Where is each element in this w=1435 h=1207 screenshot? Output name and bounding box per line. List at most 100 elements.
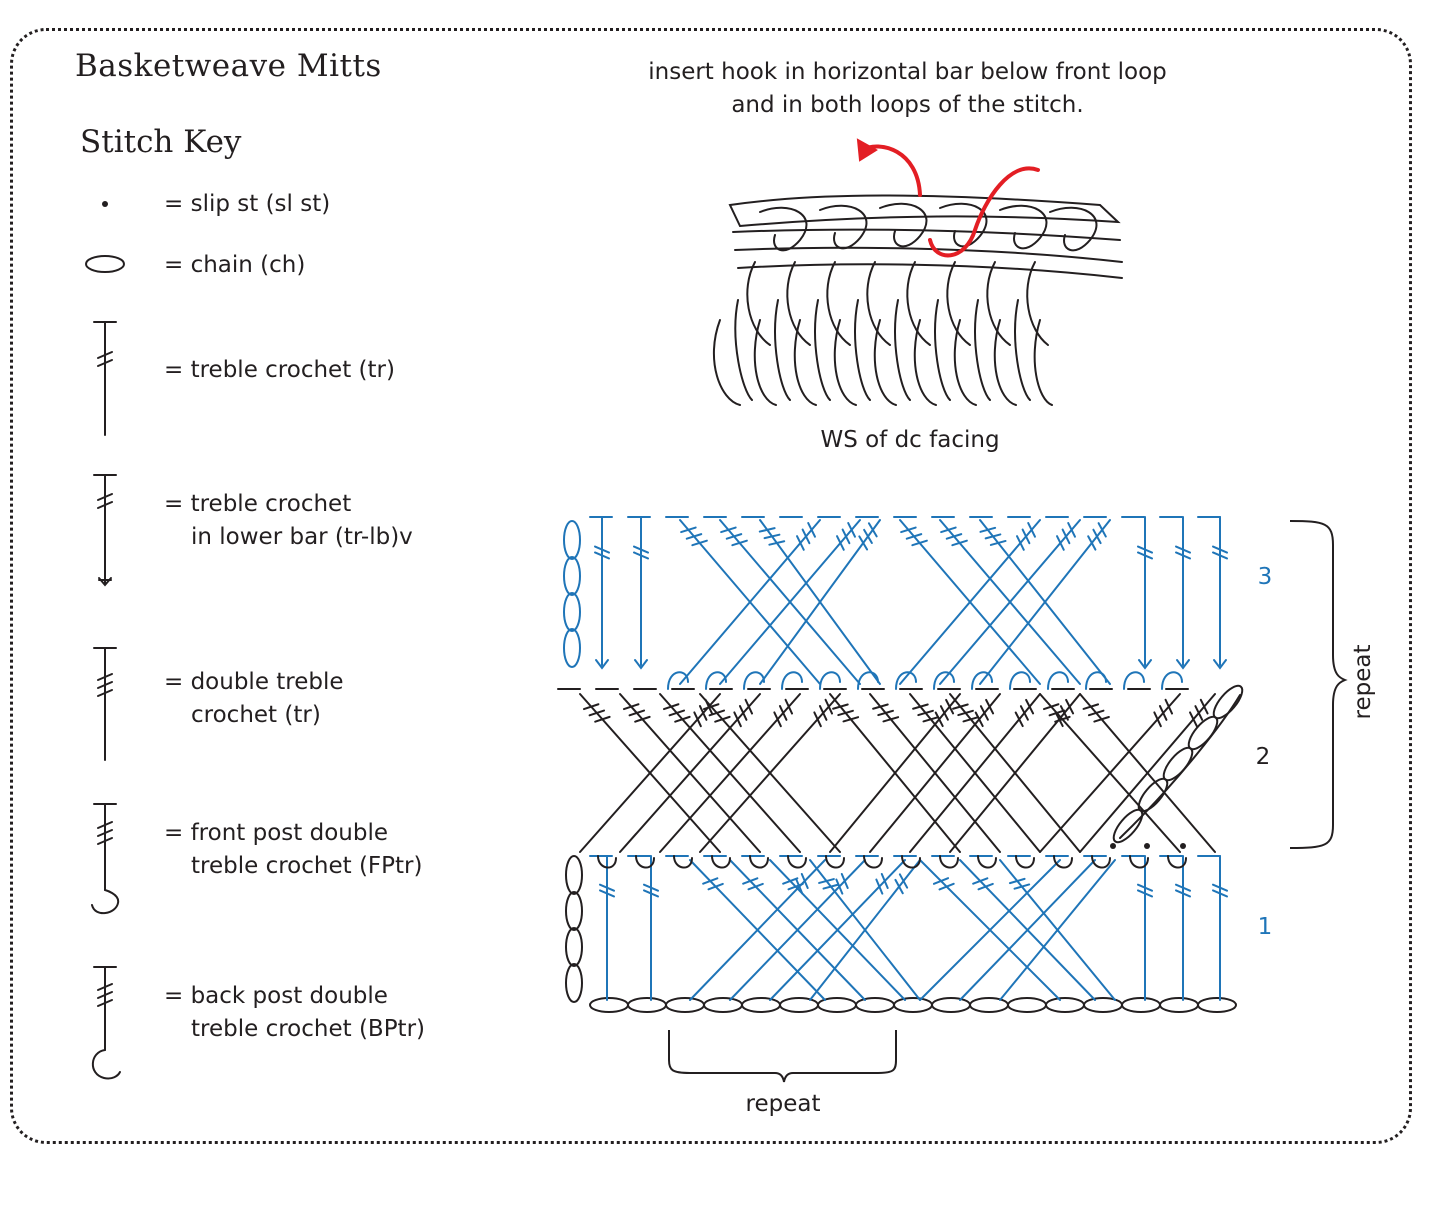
post-hook bbox=[939, 855, 959, 869]
stitch-hatch bbox=[1008, 877, 1026, 885]
stitch-hatch bbox=[796, 535, 805, 551]
row-repeat-bracket bbox=[1289, 520, 1348, 849]
chain-stitch bbox=[1045, 997, 1085, 1013]
stitch-hatch bbox=[633, 545, 649, 554]
chain-stitch bbox=[1159, 997, 1199, 1013]
stitch-repeat-label: repeat bbox=[746, 1091, 821, 1117]
stitch-hatch bbox=[917, 709, 934, 717]
row1-cross bbox=[729, 859, 866, 1001]
stitch-hatch bbox=[742, 877, 759, 885]
double-treble-crochet-icon bbox=[93, 647, 117, 761]
stitch-hatch bbox=[582, 703, 600, 711]
stitch-hatch bbox=[1092, 528, 1102, 545]
stitch-hatch bbox=[1019, 705, 1029, 721]
post-hook bbox=[1047, 671, 1069, 690]
chain-stitch bbox=[627, 997, 667, 1013]
chain-stitch bbox=[565, 855, 583, 895]
lower-bar-mark bbox=[1138, 659, 1152, 670]
stitch-hatch bbox=[905, 533, 923, 540]
stitch-hatch bbox=[633, 551, 649, 560]
stitch-hatch bbox=[763, 533, 781, 540]
chain-stitch bbox=[1112, 808, 1144, 844]
stitch-hatch bbox=[691, 539, 708, 547]
row1-cross bbox=[769, 859, 906, 1001]
stitch-hatch bbox=[911, 539, 928, 547]
row3-cross bbox=[979, 519, 1111, 685]
row-repeat-label: repeat bbox=[1350, 645, 1376, 720]
back-post-double-treble-icon bbox=[91, 966, 121, 1080]
chain-stitch bbox=[565, 891, 583, 931]
stitch-hatch bbox=[634, 715, 651, 723]
illustration-instruction: insert hook in horizontal bar below fron… bbox=[648, 59, 1167, 118]
stitch-hatch bbox=[594, 715, 611, 723]
stitch-hatch bbox=[945, 698, 955, 715]
row2-cross bbox=[869, 693, 1001, 853]
stitch-hatch bbox=[847, 522, 856, 538]
stitch-hatch bbox=[939, 705, 949, 721]
dotted-border-frame bbox=[10, 28, 1412, 1144]
row2-cross bbox=[1079, 693, 1216, 853]
stitch-hatch bbox=[594, 551, 610, 560]
lower-bar-mark bbox=[595, 659, 609, 670]
stitch-hatch bbox=[1054, 715, 1071, 723]
stitch-hatch bbox=[1137, 545, 1153, 554]
stitch-hatch bbox=[1048, 709, 1066, 717]
row1-cross bbox=[999, 859, 1116, 1001]
chain-stitch bbox=[665, 997, 705, 1013]
key-label-treble-crochet: = treble crochet (tr) bbox=[164, 357, 395, 383]
chain-stitch bbox=[563, 556, 581, 596]
stitch-hatch bbox=[801, 528, 811, 545]
stitch-hatch bbox=[1137, 551, 1153, 560]
stitch-hatch bbox=[1212, 883, 1228, 892]
post-hook bbox=[1129, 855, 1149, 869]
stitch-hatch bbox=[932, 877, 950, 885]
stitch-hatch bbox=[662, 703, 680, 711]
stitch-key-heading: Stitch Key bbox=[80, 124, 242, 160]
post-hook bbox=[1123, 671, 1145, 690]
row-label-3: 3 bbox=[1258, 564, 1273, 590]
stitch-hatch bbox=[622, 703, 640, 711]
stitch-hatch bbox=[835, 878, 844, 895]
row3-cross bbox=[759, 519, 881, 685]
lower-bar-mark bbox=[1176, 659, 1190, 670]
post-hook bbox=[1091, 855, 1111, 869]
chain-stitch bbox=[931, 997, 971, 1013]
stitch-hatch bbox=[702, 703, 720, 711]
stitch-hatch bbox=[945, 533, 963, 540]
stitch-hatch bbox=[985, 698, 995, 715]
slip-stitch-dot-icon bbox=[102, 201, 108, 207]
stitch-hatch bbox=[1014, 711, 1024, 728]
chain-stitch bbox=[589, 997, 629, 1013]
stitch-hatch bbox=[940, 526, 957, 534]
post-hook bbox=[787, 855, 807, 869]
slip-stitch bbox=[1110, 843, 1116, 849]
stitch-hatch bbox=[1082, 703, 1100, 710]
stitch-hatch bbox=[867, 522, 878, 538]
stitch-hatch bbox=[773, 711, 782, 728]
post-hook bbox=[977, 855, 997, 869]
stitch-hatch bbox=[813, 711, 822, 728]
row3-cross bbox=[939, 519, 1081, 685]
stitch-hatch bbox=[778, 705, 788, 721]
stitch-hatch bbox=[599, 883, 615, 892]
stitch-hatch bbox=[708, 709, 726, 717]
stitch-hatch bbox=[858, 535, 869, 551]
stitch-hatch bbox=[1175, 889, 1191, 898]
stitch-hatch bbox=[1137, 889, 1153, 898]
stitch-hatch bbox=[744, 698, 754, 715]
post-hook bbox=[819, 671, 841, 690]
post-hook bbox=[857, 671, 879, 690]
post-hook bbox=[1167, 855, 1187, 869]
chain-oval-icon bbox=[85, 255, 125, 273]
row3-cross bbox=[899, 519, 1041, 685]
stitch-hatch bbox=[1061, 528, 1071, 545]
stitch-hatch bbox=[1175, 545, 1191, 554]
chain-stitch bbox=[563, 520, 581, 560]
stitch-hatch bbox=[1158, 705, 1168, 721]
stitch-hatch bbox=[972, 877, 989, 885]
fabric-illustration bbox=[712, 138, 1123, 406]
row3-cross bbox=[719, 519, 861, 685]
stitch-hatch bbox=[979, 526, 997, 533]
post-hook bbox=[1009, 671, 1031, 690]
